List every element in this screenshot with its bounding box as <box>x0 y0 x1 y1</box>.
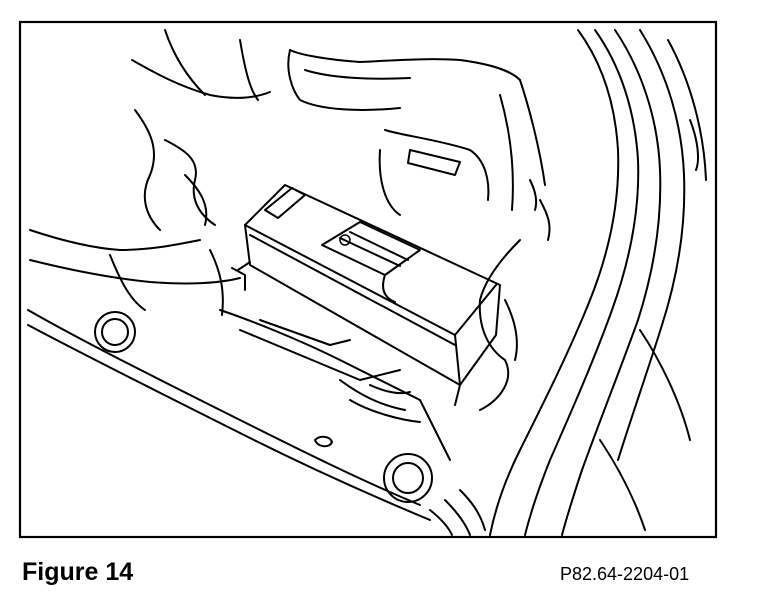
figure-code: P82.64-2204-01 <box>560 564 690 584</box>
figure-title: Figure 14 <box>22 558 134 586</box>
figure-frame <box>18 20 718 539</box>
module-box[interactable] <box>231 184 501 406</box>
fastener-left <box>94 311 136 353</box>
upper-panel-contours <box>131 29 546 216</box>
right-side-contours <box>429 29 707 536</box>
line-drawing-illustration <box>18 20 718 539</box>
fastener-bottom <box>383 453 433 503</box>
floor-tray <box>27 309 451 521</box>
left-side-contours <box>29 109 241 316</box>
